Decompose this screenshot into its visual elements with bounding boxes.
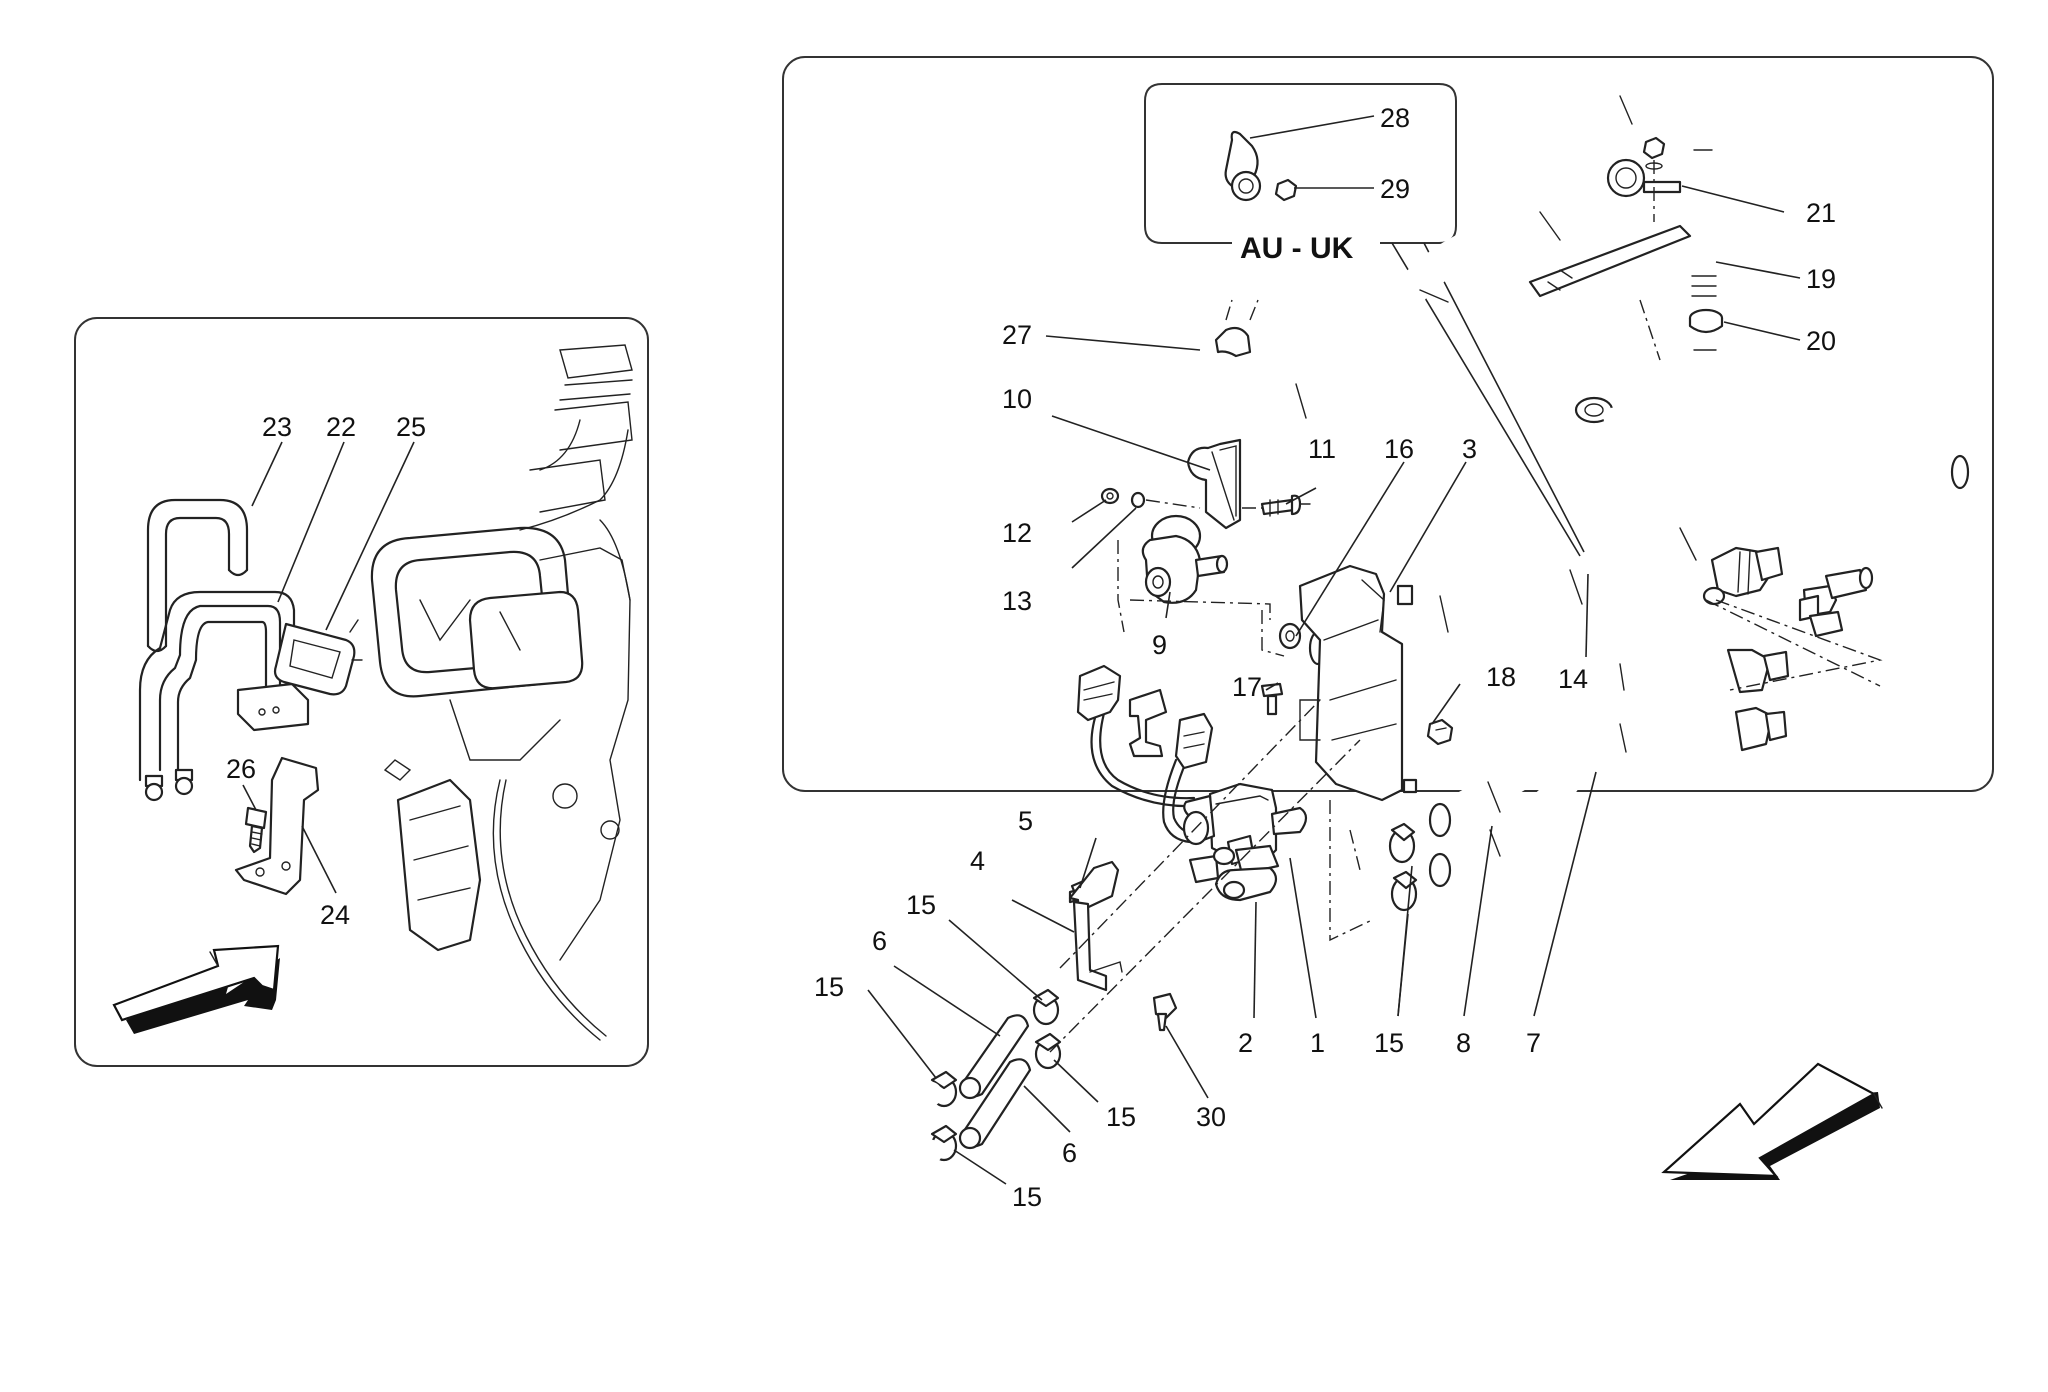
bottom-left-hose	[827, 1081, 943, 1285]
part-6-sleeves	[958, 1014, 1032, 1150]
left-leaders	[242, 441, 415, 894]
part-22-pipes	[138, 590, 310, 802]
part-20-clamp	[1688, 308, 1724, 334]
callout-20: 20	[1806, 326, 1836, 356]
part-10-valve	[1186, 438, 1242, 530]
callout-29: 29	[1380, 174, 1410, 204]
callout-24: 24	[320, 900, 350, 930]
center-dash-lines	[1049, 299, 1661, 1053]
drain-pipe	[1603, 407, 1937, 492]
callout-4: 4	[970, 846, 985, 876]
callout-18: 18	[1486, 662, 1516, 692]
part-26-screw	[244, 806, 268, 854]
callout-11: 11	[1308, 434, 1336, 464]
part-25-flange	[273, 619, 363, 696]
part-21-clip	[1606, 136, 1682, 222]
callout-27: 27	[1002, 320, 1032, 350]
callout-30: 30	[1196, 1102, 1226, 1132]
part-24-bracket	[234, 756, 320, 896]
direction-arrow-icon	[112, 944, 280, 1034]
part-2-fitting	[1212, 846, 1246, 900]
upper-hose	[1183, 91, 1721, 437]
part-12-13-nuts	[1100, 487, 1201, 509]
part-7-8-hoses	[1425, 648, 1790, 888]
callout-16: 16	[1384, 434, 1414, 464]
callout-25: 25	[396, 412, 426, 442]
callout-22: 22	[326, 412, 356, 442]
callout-6: 6	[1062, 1138, 1077, 1168]
callout-15: 15	[1374, 1028, 1404, 1058]
callout-12: 12	[1002, 518, 1032, 548]
callout-23: 23	[262, 412, 292, 442]
callout-2: 2	[1238, 1028, 1253, 1058]
callout-15: 15	[1106, 1102, 1136, 1132]
part-16-clip	[1261, 610, 1302, 657]
callout-15: 15	[814, 972, 844, 1002]
au-uk-inset: AU - UK 28 29	[1144, 83, 1457, 265]
callout-9: 9	[1152, 630, 1167, 660]
part-18-nut	[1426, 718, 1454, 746]
callout-10: 10	[1002, 384, 1032, 414]
part-9-actuator	[1141, 514, 1229, 604]
callout-15: 15	[1012, 1182, 1042, 1212]
part-4-bracket	[1068, 860, 1123, 992]
callout-19: 19	[1806, 264, 1836, 294]
inset-leader-b	[1423, 242, 1585, 553]
part-28-clip	[1224, 130, 1262, 202]
callout-13: 13	[1002, 586, 1032, 616]
direction-arrow-icon	[1661, 1062, 1883, 1180]
quick-connectors	[1705, 566, 1883, 691]
right-main-panel: AU - UK 28 29	[782, 56, 1994, 1285]
callout-5: 5	[1018, 806, 1033, 836]
callout-26: 26	[226, 754, 256, 784]
right-leaders	[867, 185, 1801, 1185]
part-30-sensor	[1152, 992, 1178, 1032]
part-29-nut	[1274, 178, 1298, 202]
callout-8: 8	[1456, 1028, 1471, 1058]
callout-3: 3	[1462, 434, 1477, 464]
part-1-2-valve-block	[1182, 782, 1308, 902]
inset-title: AU - UK	[1240, 232, 1354, 265]
callout-15: 15	[906, 890, 936, 920]
part-27-clip	[1214, 299, 1259, 358]
left-detail-panel: 23 22 25 26 24	[74, 317, 649, 1067]
bracket-plate	[1528, 224, 1692, 298]
callout-1: 1	[1310, 1028, 1325, 1058]
callout-7: 7	[1526, 1028, 1541, 1058]
part-14-hose	[1303, 521, 1784, 666]
heater-housing-drawing	[370, 344, 633, 1041]
wiring-harness	[1076, 664, 1222, 844]
callout-17: 17	[1232, 672, 1262, 702]
callout-14: 14	[1558, 664, 1588, 694]
actuator-dash	[1117, 540, 1271, 633]
callout-28: 28	[1380, 103, 1410, 133]
callout-6: 6	[872, 926, 887, 956]
callout-21: 21	[1806, 198, 1836, 228]
part-3-bracket	[1298, 564, 1418, 802]
